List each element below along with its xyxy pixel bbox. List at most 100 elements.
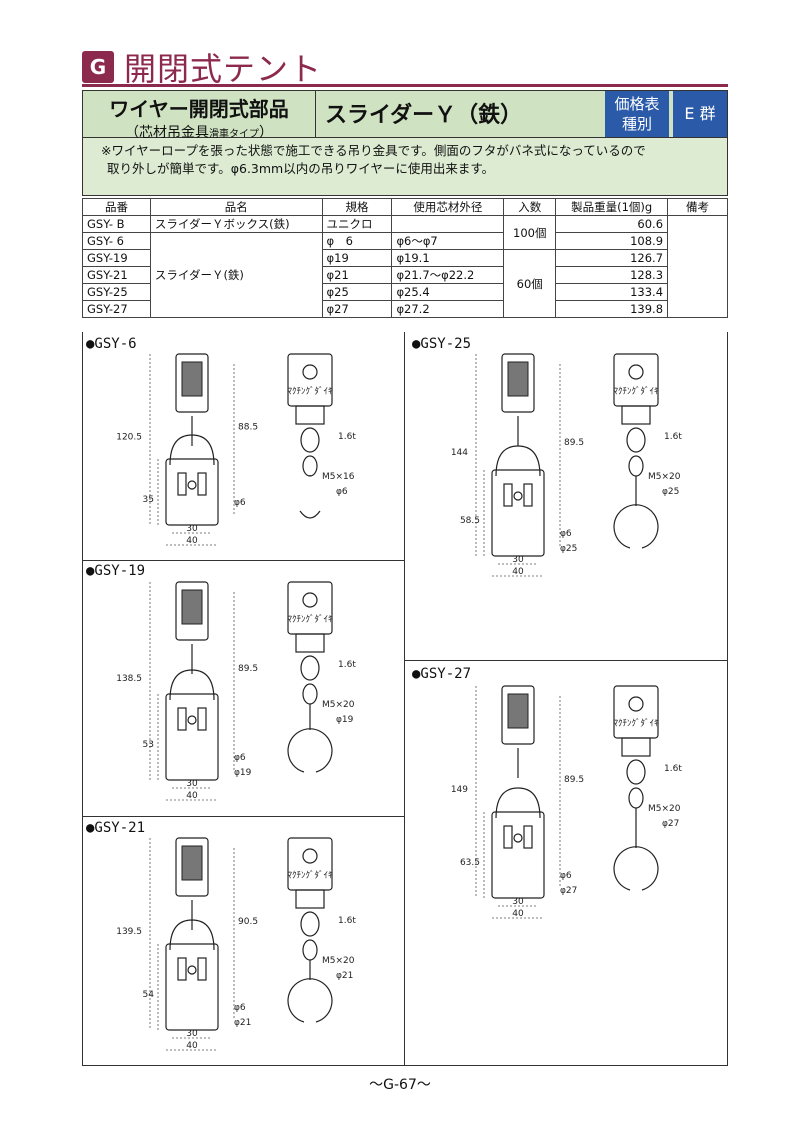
table-row: GSY-21 φ21 φ21.7〜φ22.2 128.3 — [82, 266, 728, 284]
bolt-hole — [513, 491, 523, 501]
dim-ring-label: φ27 — [662, 819, 679, 829]
panel-divider-left-2 — [82, 816, 405, 817]
cell-code: GSY-27 — [82, 300, 151, 318]
cell-name: スライダーＹボックス(鉄) — [149, 215, 323, 233]
cell-spec: φ 6 — [321, 232, 393, 250]
slider-body — [491, 469, 545, 557]
panel-divider-left-1 — [82, 560, 405, 561]
cell-od: φ25.4 — [391, 283, 505, 301]
dim-w1-label: 30 — [186, 779, 198, 789]
slot-right — [197, 707, 207, 731]
dim-thick-label: 1.6t — [664, 764, 682, 774]
cell-weight: 139.8 — [555, 300, 669, 318]
price-label: 価格表 種別 — [605, 91, 669, 137]
drawings-frame — [82, 332, 728, 1066]
side-block — [621, 737, 651, 757]
col-spec: 規格 — [321, 198, 393, 216]
slot-right — [523, 483, 533, 507]
dim-upper-label: 89.5 — [238, 664, 258, 674]
slider-body — [165, 693, 219, 781]
slot-right — [197, 957, 207, 981]
dim-upper-label: 89.5 — [564, 775, 584, 785]
side-bolt — [302, 364, 318, 380]
dim-w1-label: 30 — [186, 524, 198, 534]
drawing-gsy21: 139.55490.5φ6φ213040ﾏｸﾁﾝｸﾞﾀﾞｲｷ1.6tM5×20φ… — [116, 837, 356, 1051]
cell-remarks — [667, 215, 728, 318]
col-od: 使用芯材外径 — [391, 198, 505, 216]
cell-spec: ユニクロ — [321, 215, 393, 233]
side-housing — [613, 685, 659, 739]
cell-od: φ27.2 — [391, 300, 505, 318]
dim-upper-label: 89.5 — [564, 438, 584, 448]
dim-w2-label: 40 — [186, 791, 198, 801]
chain-link-2 — [302, 683, 318, 705]
pulley-wheel — [181, 589, 203, 625]
dim-lower-label: 58.5 — [460, 516, 480, 526]
pulley-wheel — [507, 361, 529, 397]
slider-body — [165, 943, 219, 1031]
dim-w2-label: 40 — [512, 909, 524, 919]
pulley-housing — [501, 685, 535, 745]
table-row: GSY- B スライダーＹボックス(鉄) ユニクロ 100個 60.6 — [82, 215, 728, 318]
stamp-text: ﾏｸﾁﾝｸﾞﾀﾞｲｷ — [287, 870, 333, 881]
cell-spec: φ19 — [321, 249, 393, 267]
dim-pipe-label: φ6 — [234, 753, 246, 763]
pipe-clamp — [613, 504, 659, 549]
dim-total-label: 120.5 — [116, 433, 142, 443]
dim-bolt-label: M5×20 — [322, 956, 355, 966]
d-ring — [495, 445, 541, 477]
dim-w2-label: 40 — [186, 536, 198, 546]
stamp-text: ﾏｸﾁﾝｸﾞﾀﾞｲｷ — [287, 386, 333, 397]
stamp-text: ﾏｸﾁﾝｸﾞﾀﾞｲｷ — [287, 614, 333, 625]
dim-lower-label: 54 — [143, 990, 155, 1000]
chain-link-2 — [302, 455, 318, 477]
cell-weight: 60.6 — [555, 215, 669, 233]
dim-pipe2-label: φ21 — [234, 1018, 251, 1028]
category-sub-end: ） — [259, 125, 273, 141]
dim-pipe2-label: φ19 — [234, 768, 252, 778]
slot-left — [177, 707, 187, 731]
bolt-hole — [187, 715, 197, 725]
dim-thick-label: 1.6t — [664, 432, 682, 442]
bolt-hole — [513, 833, 523, 843]
side-block — [295, 889, 325, 909]
col-code: 品番 — [82, 198, 151, 216]
dim-thick-label: 1.6t — [338, 432, 356, 442]
price-group: E 群 — [673, 91, 727, 137]
panel-title-gsy19: ●GSY-19 — [86, 563, 146, 579]
page-header: G 開閉式テント — [82, 44, 322, 90]
cell-weight: 133.4 — [555, 283, 669, 301]
side-block — [295, 633, 325, 653]
dim-pipe2-label: φ25 — [560, 544, 577, 554]
chain-link-2 — [628, 787, 644, 809]
chain-link-1 — [300, 655, 320, 681]
side-housing — [613, 353, 659, 407]
pulley-wheel — [507, 693, 529, 729]
pipe-clamp — [287, 978, 333, 1023]
dim-pipe-label: φ6 — [234, 498, 246, 508]
slot-left — [503, 483, 513, 507]
d-ring — [169, 669, 215, 701]
pulley-wheel — [181, 845, 203, 881]
hook-end — [299, 510, 321, 519]
dim-thick-label: 1.6t — [338, 916, 356, 926]
side-bolt — [302, 592, 318, 608]
dim-upper-label: 90.5 — [238, 917, 258, 927]
dim-w1-label: 30 — [512, 897, 524, 907]
dim-bolt-label: M5×20 — [648, 804, 681, 814]
cell-code: GSY-21 — [82, 266, 151, 284]
pulley-housing — [501, 353, 535, 413]
dim-total-label: 138.5 — [116, 674, 142, 684]
d-ring — [169, 919, 215, 951]
d-ring — [169, 434, 215, 466]
page-title: 開閉式テント — [124, 50, 323, 88]
col-remarks: 備考 — [667, 198, 728, 216]
panel-divider-right — [404, 660, 728, 661]
cell-code: GSY-19 — [82, 249, 151, 267]
col-weight: 製品重量(1個)g — [555, 198, 669, 216]
dim-pipe-label: φ6 — [560, 529, 572, 539]
note-line-1: ※ワイヤーロープを張った状態で施工できる吊り金具です。側面のフタがバネ式になって… — [101, 143, 646, 158]
slider-body — [165, 458, 219, 526]
dim-lower-label: 35 — [143, 495, 154, 505]
side-bolt — [302, 848, 318, 864]
